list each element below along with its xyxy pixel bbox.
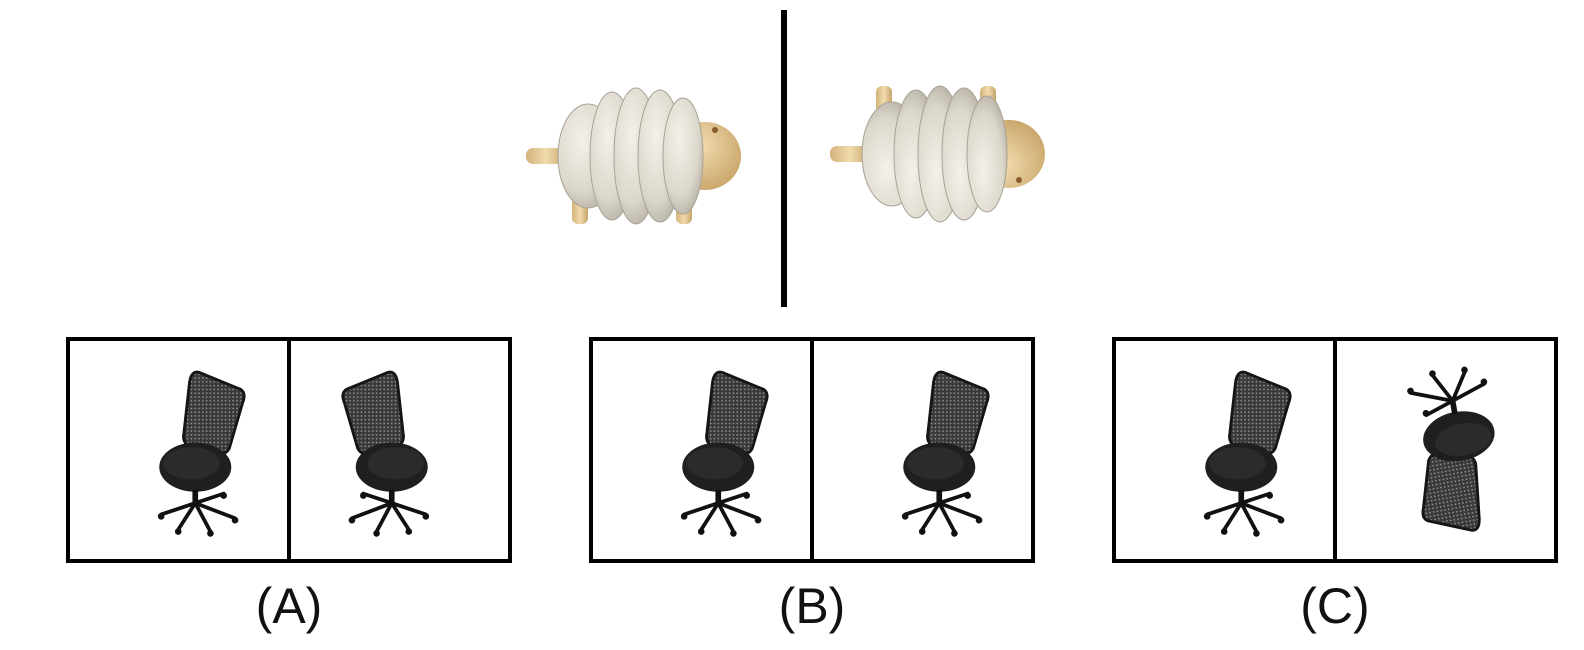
reference-left-sheep-icon: [525, 87, 742, 225]
option-b-left-panel: [593, 341, 810, 559]
option-c-box[interactable]: [1112, 337, 1558, 563]
option-c-left-panel: [1116, 341, 1333, 559]
office-chair-mirrored-icon: [317, 361, 457, 541]
office-chair-icon: [130, 361, 270, 541]
option-b-right-panel: [814, 341, 1031, 559]
option-c-label: (C): [1300, 578, 1370, 634]
office-chair-flipped-icon: [1387, 363, 1527, 543]
office-chair-icon: [1176, 361, 1316, 541]
option-b-label: (B): [778, 578, 846, 634]
option-a-divider: [287, 341, 291, 559]
office-chair-icon: [653, 361, 793, 541]
reference-right-sheep-icon: [829, 85, 1046, 223]
office-chair-icon: [874, 361, 1014, 541]
option-c-right-panel: [1337, 341, 1554, 559]
option-c-divider: [1333, 341, 1337, 559]
option-b-divider: [810, 341, 814, 559]
reference-divider: [781, 10, 787, 307]
option-b-box[interactable]: [589, 337, 1035, 563]
option-a-label: (A): [255, 578, 323, 634]
option-a-box[interactable]: [66, 337, 512, 563]
option-a-left-panel: [70, 341, 287, 559]
option-a-right-panel: [291, 341, 508, 559]
